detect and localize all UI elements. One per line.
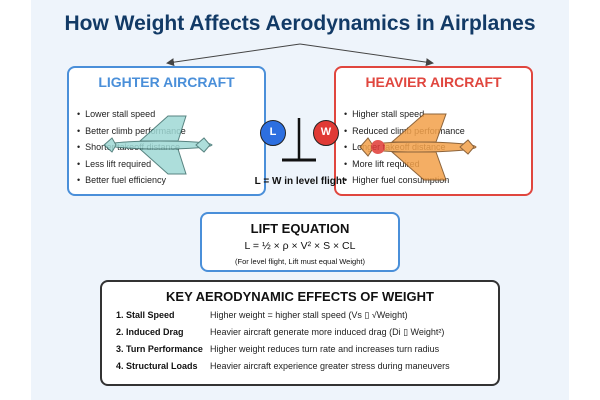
effect-label: 4. Structural Loads bbox=[116, 361, 198, 371]
effect-text: Higher weight = higher stall speed (Vs ▯… bbox=[210, 310, 408, 320]
page-title: How Weight Affects Aerodynamics in Airpl… bbox=[64, 12, 536, 35]
weight-badge: W bbox=[313, 120, 339, 146]
lift-equation-panel: LIFT EQUATION L = ½ × ρ × V² × S × CL (F… bbox=[200, 212, 400, 272]
list-item: Higher fuel consumption bbox=[344, 172, 465, 189]
lighter-aircraft-heading: LIGHTER AIRCRAFT bbox=[98, 74, 235, 90]
lift-equation-heading: LIFT EQUATION bbox=[250, 221, 350, 236]
effect-label: 2. Induced Drag bbox=[116, 327, 184, 337]
list-item: Lower stall speed bbox=[77, 106, 186, 123]
effect-text: Higher weight reduces turn rate and incr… bbox=[210, 344, 440, 354]
arrow-to-lighter bbox=[166, 43, 301, 67]
effect-label: 3. Turn Performance bbox=[116, 344, 203, 354]
list-item: More lift required bbox=[344, 156, 465, 173]
effect-text: Heavier aircraft experience greater stre… bbox=[210, 361, 450, 371]
heavier-aircraft-heading: HEAVIER AIRCRAFT bbox=[365, 74, 502, 90]
list-item: Better fuel efficiency bbox=[77, 172, 186, 189]
key-effects-heading: KEY AERODYNAMIC EFFECTS OF WEIGHT bbox=[166, 289, 434, 304]
balance-caption: L = W in level flight bbox=[254, 176, 346, 187]
lift-equation-formula: L = ½ × ρ × V² × S × CL bbox=[244, 240, 356, 252]
balance-scale-icon bbox=[282, 118, 316, 162]
key-effects-panel: KEY AERODYNAMIC EFFECTS OF WEIGHT 1. Sta… bbox=[100, 280, 500, 386]
effect-text: Heavier aircraft generate more induced d… bbox=[210, 327, 445, 337]
list-item: Less lift required bbox=[77, 156, 186, 173]
lift-equation-note: (For level flight, Lift must equal Weigh… bbox=[235, 257, 365, 266]
heavy-plane-icon bbox=[359, 113, 477, 181]
effect-label: 1. Stall Speed bbox=[116, 310, 175, 320]
lift-badge: L bbox=[260, 120, 286, 146]
list-item: Better climb performance bbox=[77, 123, 186, 140]
light-plane-icon bbox=[103, 115, 213, 175]
list-item: Higher stall speed bbox=[344, 106, 465, 123]
arrow-to-heavier bbox=[299, 43, 434, 67]
